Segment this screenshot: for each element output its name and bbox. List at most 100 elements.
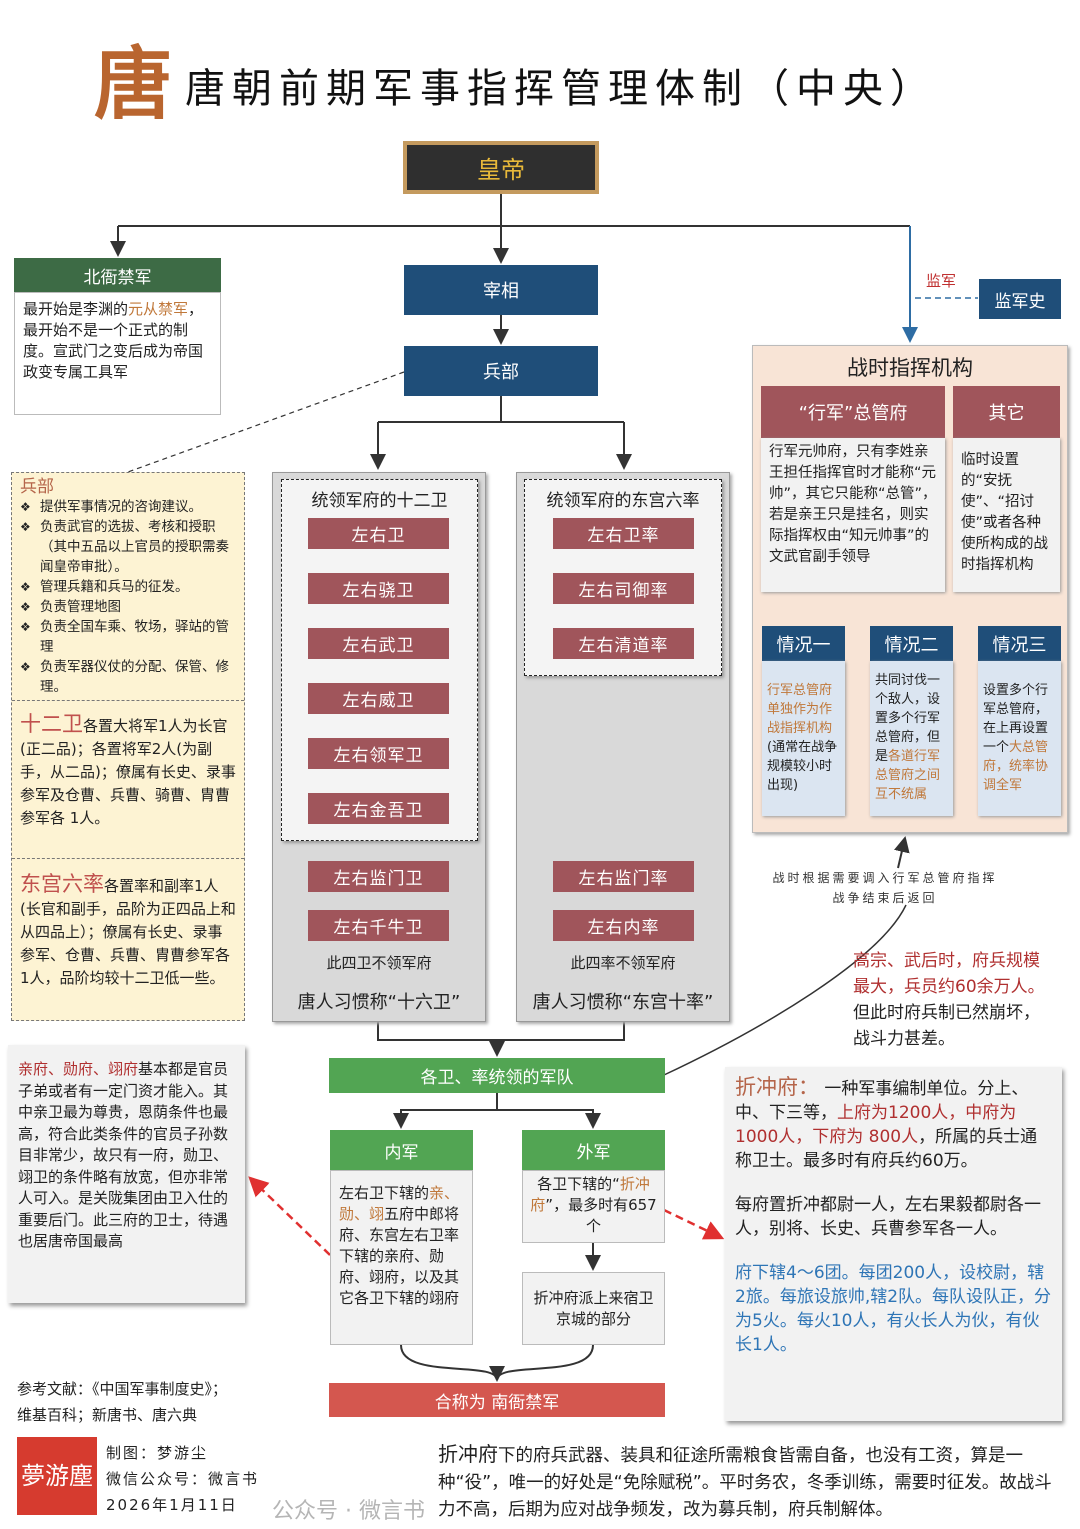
supervisor-label: 监军 [926,272,957,290]
south-guard-node: 合称为 南衙禁军 [329,1383,665,1417]
wechat-account: 微信公众号：微言书 [106,1470,260,1488]
text: 各卫下辖的“ [537,1175,620,1193]
highlight-text: 元从禁军 [128,300,189,318]
inner-army-header: 内军 [330,1130,473,1170]
six-commands-desc: 各置率和副率1人(长官和副手，品阶为正四品上和从四品上）；僚属有长史、录事参军、… [20,877,236,987]
text: (通常在战争规模较小时出现) [767,740,838,793]
guard-item: 左右武卫 [308,628,449,659]
armies-node: 各卫、率统领的军队 [329,1058,665,1093]
text: ，最开始不是一个正式的制度。宣武门之变后成为帝国政变专属工具军 [23,300,204,381]
eastern-note: 此四率不领军府 [570,954,676,972]
north-army-header: 北衙禁军 [14,258,221,292]
text: 一种军事编制单位。分上、中、下三等， [735,1079,1029,1123]
guard-item: 左右卫 [308,518,449,549]
text: 左右卫下辖的 [339,1184,430,1202]
case-1-header: 情况一 [762,626,845,661]
text: 共同讨伐一个敌人，设置多个行军总管府，但是 [875,673,941,764]
peak-size-note: 高宗、武后时，府兵规模最大，兵员约60余万人。但此时府兵制已然崩坏，战斗力甚差。 [853,948,1053,1052]
outer-army-sub: 折冲府派上来宿卫京城的部分 [522,1272,665,1345]
duty-item: 提供军事情况的咨询建议。 [20,497,236,517]
command-item: 左右监门率 [553,861,694,892]
chancellor-node: 宰相 [404,265,598,315]
zhechong-note: 折冲府： 一种军事编制单位。分上、中、下三等，上府为1200人，中府为1000人… [725,1067,1062,1421]
highlight-text: 折冲府 [530,1175,650,1214]
case-2-body: 共同讨伐一个敌人，设置多个行军总管府，但是各道行军总管府之间互不统属 [870,661,953,816]
wartime-caption-2: 战争结束后返回 [832,891,938,905]
guard-item: 左右骁卫 [308,573,449,604]
highlight-text: 上府为1200人，中府为1000人，下府为 800人 [735,1103,1017,1147]
field-hq-header: “行军”总管府 [761,386,945,438]
duty-item: 管理兵籍和兵马的征发。 [20,577,236,597]
watermark: 公众号 · 微言书 [272,1499,425,1524]
reference-line: 参考文献：《中国军事制度史》； [17,1380,228,1398]
guard-item: 左右领军卫 [308,738,449,769]
highlight-text: 大总管府，统率协调全军 [983,740,1049,793]
duty-item: 负责管理地图 [20,597,236,617]
text: 但此时府兵制已然崩坏，战斗力甚差。 [853,1003,1040,1049]
tang-seal-logo: 唐 [94,39,173,130]
case-3-header: 情况三 [978,626,1061,661]
duty-item: 负责全国车乘、牧场，驿站的管理 [20,617,236,657]
text: 最开始是李渊的 [23,300,129,318]
other-header: 其它 [953,386,1060,438]
highlight-text: 折冲府 [438,1442,498,1466]
credits: 制图：梦游尘 微信公众号：微言书 2026年1月11日 [106,1440,259,1518]
wartime-caption-1: 战时根据需要调入行军总管府指挥 [772,871,998,885]
highlight-text: 府下辖4～6团。每团200人，设校尉，辖2旅。每旅设旅帅,辖2队。每队设队正，分… [735,1263,1052,1355]
twelve-guards-title: 统领军府的十二卫 [311,491,448,511]
duty-item: 负责武官的选拔、考核和授职（其中五品以上官员的授职需奏闻皇帝审批）。 [20,517,236,577]
command-item: 左右内率 [553,910,694,941]
six-commands-title: 东宫六率 [20,872,104,896]
twelve-guards-desc: 各置大将军1人为长官(正二品)；各置将军2人(为副手，从二品)；僚属有长史、录事… [20,717,236,827]
wartime-title: 战时指挥机构 [847,356,973,380]
highlight-text: 高宗、武后时，府兵规模最大，兵员约60余万人。 [853,951,1045,997]
case-1-body: 行军总管府单独作为作战指挥机构(通常在战争规模较小时出现) [762,661,845,816]
highlight-text: 亲府、勋府、翊府 [18,1060,139,1078]
guard-item: 左右金吾卫 [308,793,449,824]
highlight-text: 各道行军总管府之间互不统属 [875,749,941,802]
case-2-header: 情况二 [870,626,953,661]
author: 制图：梦游尘 [106,1444,209,1462]
text: ”，最多时有657个 [545,1196,657,1235]
duty-item: 负责军器仪仗的分配、保管、修理。 [20,657,236,697]
reference-line: 维基百科；新唐书、唐六典 [17,1406,198,1424]
ministry-notes-panel: 兵部 提供军事情况的咨询建议。 负责武官的选拔、考核和授职（其中五品以上官员的授… [11,472,245,1021]
page-title: 唐朝前期军事指挥管理体制（中央） [185,66,937,112]
eastern-footer: 唐人习惯称“东宫十率” [532,992,714,1013]
text: 设置多个行军总管府，在上再设置一个 [983,683,1049,755]
ministry-node: 兵部 [404,346,598,396]
guard-item: 左右威卫 [308,683,449,714]
text: ，所属的兵士通称卫士。最多时有府兵约60万。 [735,1127,1038,1171]
command-item: 左右清道率 [553,628,694,659]
author-seal: 夢游塵 [17,1437,97,1515]
six-commands-title: 统领军府的东宫六率 [546,491,700,511]
outer-army-header: 外军 [522,1130,665,1170]
case-3-body: 设置多个行军总管府，在上再设置一个大总管府，统率协调全军 [978,661,1061,816]
ministry-notes-title: 兵部 [20,477,54,497]
command-item: 左右卫率 [553,518,694,549]
other-body: 临时设置的“安抚使”、“招讨使”或者各种使所构成的战时指挥机构 [953,438,1060,592]
three-offices-note: 亲府、勋府、翊府基本都是官员子弟或者有一定门资才能入。其中亲卫最为尊贵，恩荫条件… [8,1045,245,1303]
emperor-node: 皇帝 [403,141,599,194]
field-hq-body: 行军元帅府，只有李姓亲王担任指挥官时才能称“元帅”，其它只能称“总管”，若是亲王… [761,438,945,592]
guard-item: 左右监门卫 [308,861,449,892]
outer-army-body: 各卫下辖的“折冲府”，最多时有657个 [522,1170,665,1243]
command-item: 左右司御率 [553,573,694,604]
text: 下的府兵武器、装具和征途所需粮食皆需自备，也没有工资，算是一种“役”，唯一的好处… [438,1446,1052,1520]
inner-army-body: 左右卫下辖的亲、勋、翊五府中郎将府、东宫左右卫率下辖的亲府、勋府、翊府，以及其它… [330,1170,473,1345]
highlight-text: 亲、勋、翊 [339,1184,460,1223]
text: 五府中郎将府、东宫左右卫率下辖的亲府、勋府、翊府，以及其它各卫下辖的翊府 [339,1205,460,1307]
text: 每府置折冲都尉一人，左右果毅都尉各一人，别将、长史、兵曹参军各一人。 [735,1195,1041,1239]
text: 基本都是官员子弟或者有一定门资才能入。其中亲卫最为尊贵，恩荫条件也最高，符合此类… [18,1060,229,1250]
highlight-text: 折冲府： [735,1075,819,1099]
references: 参考文献：《中国军事制度史》； 维基百科；新唐书、唐六典 [17,1376,227,1428]
twelve-guards-title: 十二卫 [20,712,83,736]
date: 2026年1月11日 [106,1496,238,1514]
guards-footer: 唐人习惯称“十六卫” [297,992,461,1013]
guard-item: 左右千牛卫 [308,910,449,941]
guards-note: 此四卫不领军府 [326,954,432,972]
north-army-body: 最开始是李渊的元从禁军，最开始不是一个正式的制度。宣武门之变后成为帝国政变专属工… [14,292,221,415]
bottom-summary: 折冲府下的府兵武器、装具和征途所需粮食皆需自备，也没有工资，算是一种“役”，唯一… [438,1441,1058,1524]
highlight-text: 行军总管府单独作为作战指挥机构 [767,683,833,736]
army-supervisor-node: 监军史 [979,279,1061,319]
